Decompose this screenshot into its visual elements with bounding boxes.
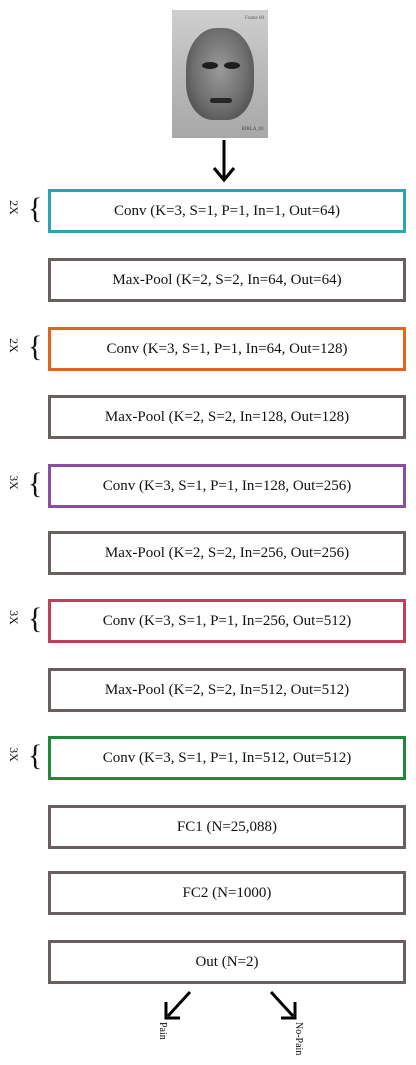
- image-tag-top: Frame 00: [244, 16, 264, 21]
- layer-box: Max-Pool (K=2, S=2, In=512, Out=512): [48, 668, 406, 712]
- brace-icon: {: [28, 467, 43, 500]
- layer-label: Conv (K=3, S=1, P=1, In=512, Out=512): [102, 749, 352, 766]
- layer-box: Max-Pool (K=2, S=2, In=128, Out=128): [48, 395, 406, 439]
- layer-box: Max-Pool (K=2, S=2, In=64, Out=64): [48, 258, 406, 302]
- repeat-count: 3X: [6, 475, 21, 490]
- layer-label: Conv (K=3, S=1, P=1, In=64, Out=128): [106, 340, 348, 357]
- layer-label: Max-Pool (K=2, S=2, In=128, Out=128): [104, 408, 350, 425]
- output-no-pain-label: No-Pain: [293, 1022, 304, 1056]
- layer-label: FC2 (N=1000): [182, 884, 272, 901]
- layer-box: Max-Pool (K=2, S=2, In=256, Out=256): [48, 531, 406, 575]
- repeat-marker: 3X {: [4, 601, 48, 641]
- repeat-marker: 3X {: [4, 466, 48, 506]
- layer-label: Max-Pool (K=2, S=2, In=64, Out=64): [112, 271, 342, 288]
- repeat-marker: 2X {: [4, 329, 48, 369]
- pain-arrow: [164, 990, 192, 1020]
- layer-label: FC1 (N=25,088): [176, 818, 278, 835]
- input-face-image: Frame 00 BIRLA_01: [172, 10, 268, 138]
- repeat-count: 2X: [6, 338, 21, 353]
- input-arrow: [212, 140, 236, 183]
- layer-box: Conv (K=3, S=1, P=1, In=256, Out=512): [48, 599, 406, 643]
- layer-box: Conv (K=3, S=1, P=1, In=64, Out=128): [48, 327, 406, 371]
- layer-label: Max-Pool (K=2, S=2, In=256, Out=256): [104, 544, 350, 561]
- image-tag-bottom: BIRLA_01: [241, 127, 265, 132]
- repeat-marker: 3X {: [4, 738, 48, 778]
- layer-label: Conv (K=3, S=1, P=1, In=1, Out=64): [113, 202, 341, 219]
- layer-box: Out (N=2): [48, 940, 406, 984]
- layer-box: FC2 (N=1000): [48, 871, 406, 915]
- brace-icon: {: [28, 739, 43, 772]
- brace-icon: {: [28, 330, 43, 363]
- output-pain-label: Pain: [157, 1022, 168, 1040]
- face-right-eye: [224, 62, 240, 69]
- repeat-marker: 2X {: [4, 191, 48, 231]
- repeat-count: 2X: [6, 200, 21, 215]
- brace-icon: {: [28, 602, 43, 635]
- no-pain-arrow: [269, 990, 297, 1020]
- layer-box: FC1 (N=25,088): [48, 805, 406, 849]
- repeat-count: 3X: [6, 610, 21, 625]
- layer-label: Max-Pool (K=2, S=2, In=512, Out=512): [104, 681, 350, 698]
- layer-box: Conv (K=3, S=1, P=1, In=512, Out=512): [48, 736, 406, 780]
- layer-label: Conv (K=3, S=1, P=1, In=128, Out=256): [102, 477, 352, 494]
- brace-icon: {: [28, 192, 43, 225]
- layer-box: Conv (K=3, S=1, P=1, In=1, Out=64): [48, 189, 406, 233]
- layer-label: Conv (K=3, S=1, P=1, In=256, Out=512): [102, 612, 352, 629]
- face-mouth: [210, 98, 232, 103]
- face-silhouette: [186, 28, 254, 120]
- layer-box: Conv (K=3, S=1, P=1, In=128, Out=256): [48, 464, 406, 508]
- repeat-count: 3X: [6, 747, 21, 762]
- face-left-eye: [202, 62, 218, 69]
- layer-label: Out (N=2): [195, 953, 259, 970]
